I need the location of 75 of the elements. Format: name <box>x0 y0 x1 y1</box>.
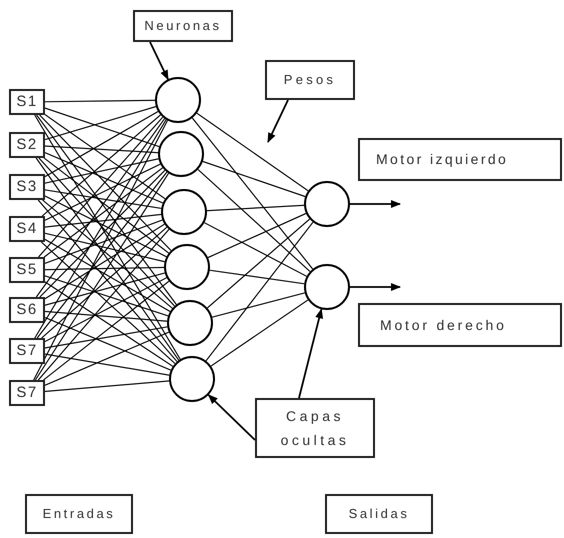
connection-line <box>206 222 314 362</box>
connection-line <box>41 226 168 338</box>
label-box: S4 <box>9 216 45 242</box>
label-box: S3 <box>9 174 45 200</box>
label-box: S7 <box>9 338 45 364</box>
connection-line <box>206 204 304 212</box>
connection-line <box>44 310 168 322</box>
label-box: S5 <box>9 257 45 283</box>
output-arrow <box>350 200 401 208</box>
connection-line <box>44 238 170 312</box>
callout-arrow <box>208 394 256 441</box>
connection-line <box>44 167 163 258</box>
connection-line <box>44 189 162 209</box>
connection-line <box>45 100 155 102</box>
connection-line <box>44 106 156 140</box>
connection-line <box>38 229 170 380</box>
connection-line <box>36 172 168 338</box>
connection-line <box>44 196 167 258</box>
connection-line <box>40 242 176 364</box>
connection-line <box>44 114 166 200</box>
connection-line <box>43 280 170 380</box>
callout-arrow <box>298 308 324 398</box>
connection-line <box>44 146 158 154</box>
label-box: Capas ocultas <box>255 398 375 458</box>
connection-line <box>44 158 159 184</box>
connection-line <box>44 224 165 300</box>
connection-line <box>44 326 168 348</box>
connection-line <box>44 272 165 306</box>
output-arrow <box>350 283 401 291</box>
connection-line <box>44 317 171 371</box>
connection-line <box>198 169 310 272</box>
connection-line <box>44 266 164 270</box>
connection-line <box>208 212 306 258</box>
label-box: Motor derecho <box>358 303 562 347</box>
callout-arrow <box>267 100 289 143</box>
connection-line <box>44 275 168 316</box>
connection-line <box>42 200 173 309</box>
connection-line <box>44 332 170 386</box>
connection-line <box>210 270 304 284</box>
connection-line <box>36 158 180 361</box>
connection-line <box>34 114 181 360</box>
connection-line <box>44 281 174 367</box>
connection-line <box>44 214 162 228</box>
connection-line <box>34 173 169 380</box>
connection-line <box>44 152 164 204</box>
connection-line <box>44 380 170 392</box>
connection-line <box>202 160 306 198</box>
label-box: Neuronas <box>133 10 233 42</box>
label-box: S7 <box>9 380 45 406</box>
connection-line <box>44 111 158 178</box>
connection-line <box>207 218 310 308</box>
label-box: S6 <box>9 297 45 323</box>
connection-line <box>42 114 161 216</box>
connection-line <box>34 119 167 338</box>
connection-line <box>212 292 305 318</box>
label-box: Motor izquierdo <box>358 138 562 181</box>
label-box: S2 <box>9 132 45 158</box>
connection-line <box>33 120 168 380</box>
connection-line <box>38 158 175 306</box>
connection-line <box>192 118 314 270</box>
label-box: S1 <box>9 89 45 115</box>
connection-line <box>44 277 167 342</box>
connection-line <box>210 300 308 366</box>
connection-line <box>44 158 170 254</box>
connection-line <box>204 222 307 277</box>
connection-line <box>44 108 160 148</box>
connection-line <box>44 354 170 376</box>
connection-line <box>44 219 163 264</box>
label-box: Pesos <box>265 60 355 100</box>
connection-line <box>44 232 165 262</box>
connection-line <box>39 170 166 298</box>
connection-line <box>38 200 178 362</box>
connection-line <box>196 112 308 192</box>
label-box: Salidas <box>325 494 433 534</box>
label-box: Entradas <box>25 494 133 534</box>
